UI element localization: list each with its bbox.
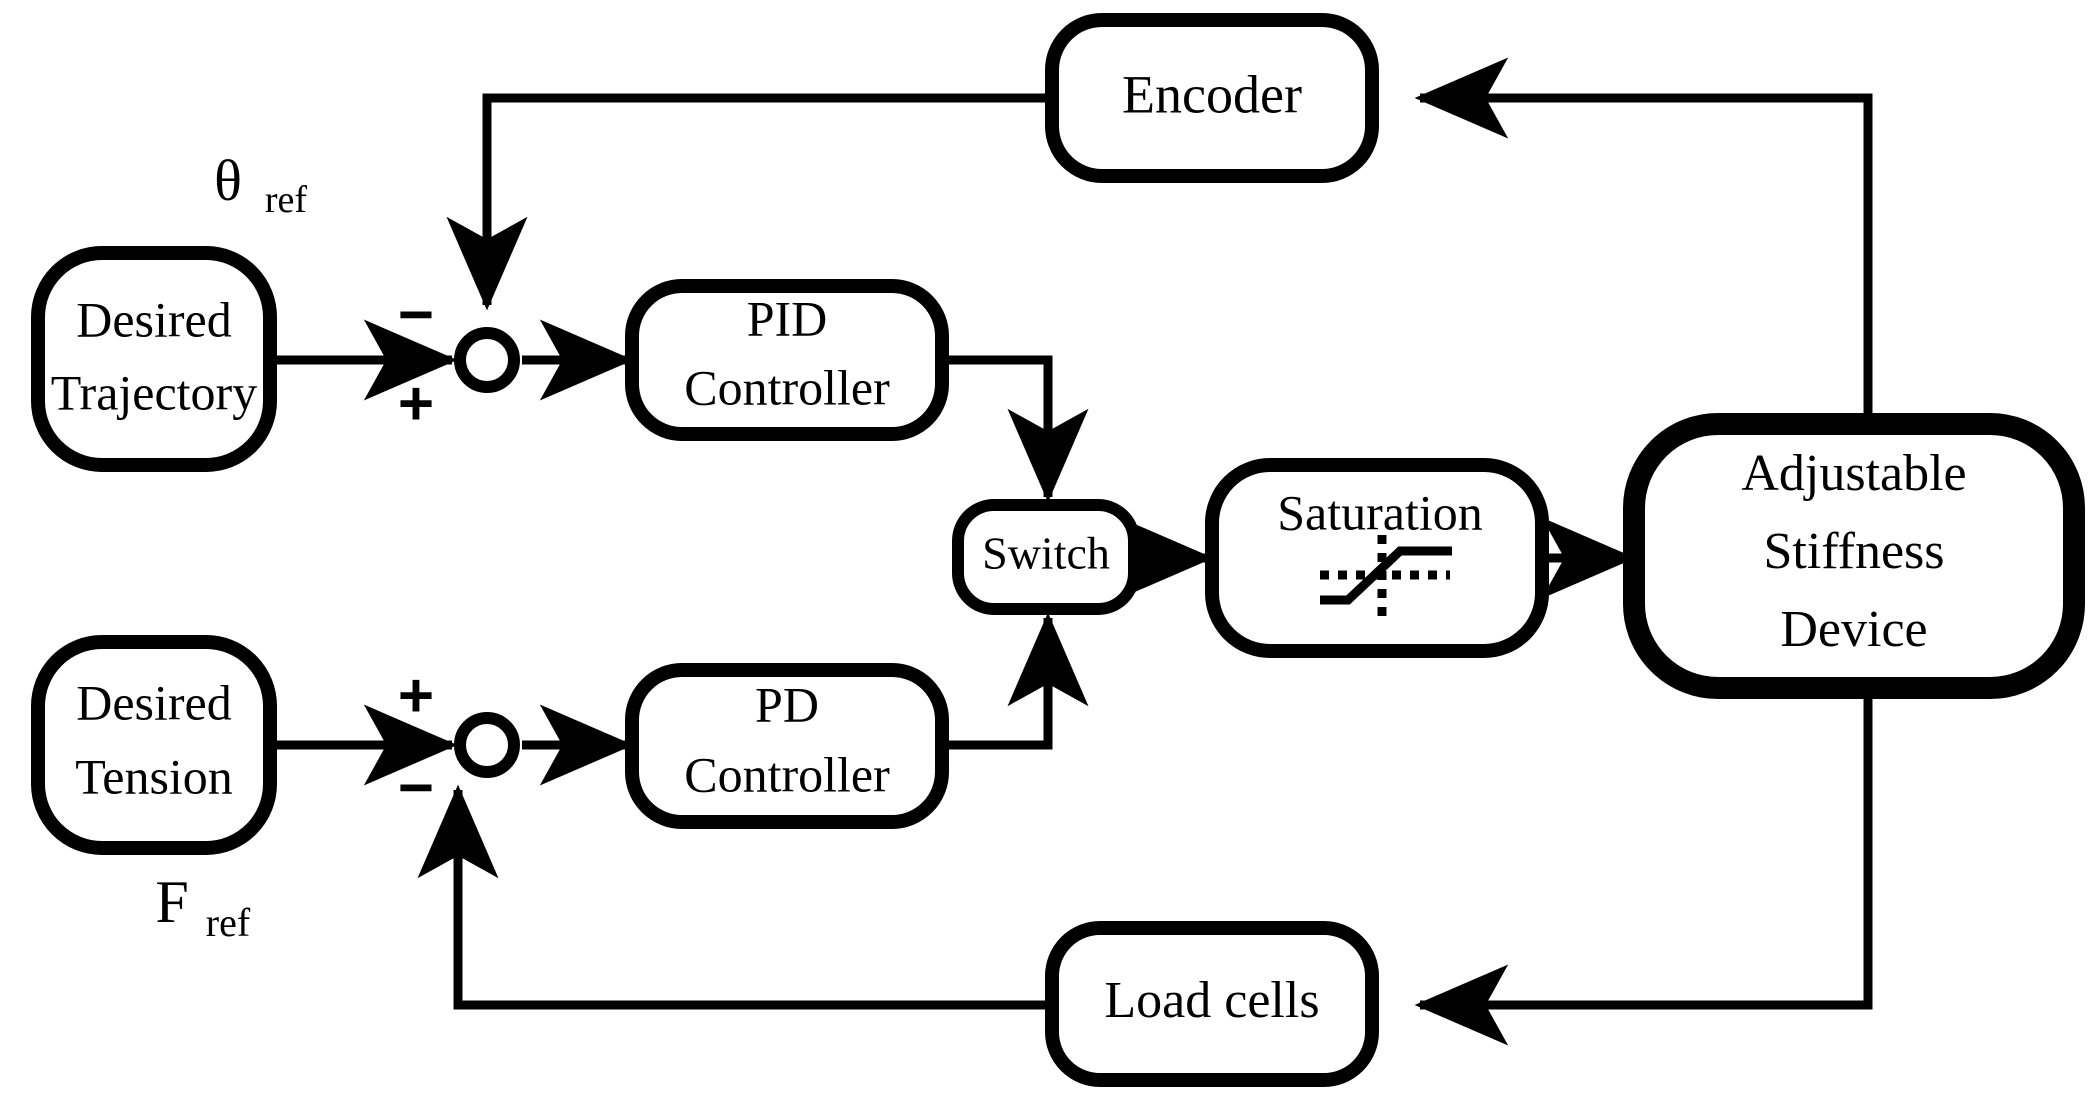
encoder-outline: [1045, 13, 1379, 183]
device-label-line-3: Device: [1780, 601, 1927, 658]
connector-device-to-encoder: [1414, 57, 1873, 430]
block-adjustable-stiffness-device[interactable]: Adjustable Stiffness Device: [1623, 413, 2085, 699]
saturation-curve-icon: [1320, 535, 1452, 618]
adjustable-stiffness-device-outline: [1623, 413, 2085, 699]
pd-controller-outline: [625, 663, 949, 829]
theta-ref-label: θ ref: [214, 148, 307, 221]
position-sum-sign-minus: −: [398, 280, 434, 349]
device-label-line-2: Stiffness: [1763, 523, 1944, 580]
desired-trajectory-label-line-2: Trajectory: [51, 364, 257, 420]
connector-encoder-to-position-sum: [446, 93, 1048, 311]
tension-sum-sign-plus: +: [398, 661, 434, 730]
desired-tension-outline: [31, 635, 277, 855]
block-pid-controller[interactable]: PID Controller: [625, 279, 949, 441]
block-pd-controller[interactable]: PD Controller: [625, 663, 949, 829]
load-cells-label: Load cells: [1104, 972, 1319, 1029]
saturation-label: Saturation: [1277, 484, 1483, 540]
tension-sum-circle: [454, 712, 520, 778]
desired-trajectory-label-line-1: Desired: [76, 291, 232, 347]
desired-tension-label-line-2: Tension: [75, 748, 233, 804]
connector-device-to-load-cells: [1414, 682, 1873, 1046]
summing-junction-tension[interactable]: + −: [398, 661, 520, 822]
theta-ref-base: θ: [214, 148, 242, 213]
switch-label: Switch: [982, 528, 1110, 579]
pid-controller-label-line-1: PID: [747, 290, 828, 346]
block-switch[interactable]: Switch: [952, 499, 1140, 615]
block-desired-trajectory[interactable]: Desired Trajectory: [31, 246, 277, 472]
block-desired-tension[interactable]: Desired Tension: [31, 635, 277, 855]
encoder-label: Encoder: [1122, 64, 1302, 124]
saturation-outline: [1205, 458, 1549, 658]
f-ref-base: F: [155, 869, 188, 935]
desired-trajectory-outline: [31, 246, 277, 472]
theta-ref-subscript: ref: [265, 179, 308, 221]
summing-junction-position[interactable]: − +: [398, 280, 520, 438]
f-ref-label: F ref: [155, 869, 251, 945]
position-sum-circle: [454, 327, 520, 393]
device-label-line-1: Adjustable: [1741, 445, 1966, 502]
block-load-cells[interactable]: Load cells: [1045, 921, 1379, 1087]
pid-controller-label-line-2: Controller: [684, 359, 890, 415]
pid-controller-outline: [625, 279, 949, 441]
load-cells-outline: [1045, 921, 1379, 1087]
desired-tension-label-line-1: Desired: [76, 674, 232, 730]
switch-outline: [952, 499, 1140, 615]
connector-load-cells-to-tension-sum: [417, 784, 1048, 1010]
f-ref-subscript: ref: [206, 900, 251, 945]
block-saturation[interactable]: Saturation: [1205, 458, 1549, 658]
tension-sum-sign-minus: −: [398, 753, 434, 822]
saturation-icon-curve: [1320, 546, 1452, 605]
pd-controller-label-line-2: Controller: [684, 746, 890, 802]
pd-controller-label-line-1: PD: [755, 676, 819, 732]
position-sum-sign-plus: +: [398, 369, 434, 438]
block-encoder[interactable]: Encoder: [1045, 13, 1379, 183]
